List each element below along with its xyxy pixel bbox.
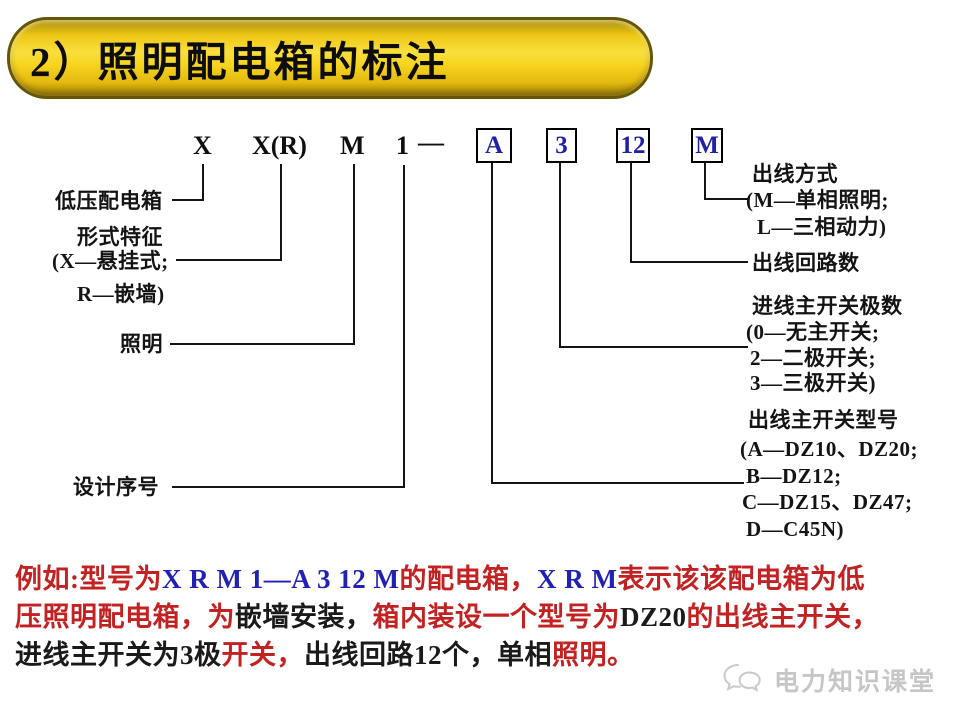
code-pos3: M [340,131,365,160]
label-in-switch-title: 进线主开关极数 [752,294,903,318]
label-in-switch-2: 2—二极开关; [750,346,876,370]
text-segment: X R M [536,564,618,594]
label-out-switch-a: (A—DZ10、DZ20; [740,437,918,461]
code-pos1: X [193,131,212,160]
code-box-12: 12 [616,128,650,163]
page-title: 2）照明配电箱的标注 [30,39,450,85]
label-in-switch-3: 3—三极开关) [750,371,876,395]
text-segment: 表示该该配电箱为低 [617,564,865,594]
code-box-a: A [476,128,512,163]
label-form-x: (X—悬挂式; [52,249,169,273]
label-out-switch-title: 出线主开关型号 [748,408,899,432]
wechat-bubbles-icon [723,664,761,693]
text-segment: 箱内装设一个型号为 [372,602,620,632]
text-segment: 的配电箱， [399,564,537,594]
connector-out-switch-model [491,163,744,484]
connector-in-switch-poles [559,163,748,348]
label-out-mode-title: 出线方式 [752,162,838,186]
text-segment: 照明。 [552,640,635,670]
code-separator: — [418,128,444,157]
title-banner: 2）照明配电箱的标注 [7,17,653,99]
text-segment: 压照明配电箱，为 [15,602,235,632]
example-paragraph: 例如:型号为X R M 1—A 3 12 M的配电箱，X R M表示该该配电箱为… [15,560,955,674]
watermark: 电力知识课堂 [722,662,936,698]
code-pos4: 1 [396,131,409,160]
text-segment: 例如:型号为 [15,564,162,594]
text-segment: 进线主开关为3极 [15,640,222,670]
example-line-3: 进线主开关为3极开关，出线回路12个，单相照明。 [15,636,955,674]
watermark-text: 电力知识课堂 [773,668,936,696]
label-form-title: 形式特征 [77,225,163,249]
label-in-switch-0: (0—无主开关; [746,320,880,344]
label-out-switch-c: C—DZ15、DZ47; [742,490,913,514]
text-segment: 开关， [221,640,304,670]
label-out-circuits: 出线回路数 [752,251,860,275]
text-segment: DZ20 [620,602,687,632]
label-design-no: 设计序号 [73,475,159,499]
label-lighting: 照明 [120,332,163,356]
connector-out-mode [704,163,748,200]
label-out-switch-b: B—DZ12; [746,464,842,488]
label-lv-box: 低压配电箱 [55,189,163,213]
code-box-m: M [691,128,723,163]
connector-lighting [170,164,355,345]
connector-design-no [172,165,405,488]
text-segment: X R M 1—A 3 12 M [162,564,400,594]
example-line-2: 压照明配电箱，为嵌墙安装，箱内装设一个型号为DZ20的出线主开关， [15,598,955,636]
code-pos2: X(R) [252,131,307,160]
code-box-3: 3 [546,128,577,163]
connector-lv-box [172,164,204,201]
label-out-switch-d: D—C45N) [746,517,844,541]
example-line-1: 例如:型号为X R M 1—A 3 12 M的配电箱，X R M表示该该配电箱为… [15,560,955,598]
text-segment: 的出线主开关， [686,602,880,632]
text-segment: 出线回路12个，单相 [304,640,552,670]
text-segment: 嵌墙安装， [235,602,373,632]
label-out-mode-l: L—三相动力) [757,215,887,239]
label-form-r: R—嵌墙) [77,282,165,306]
connector-form-feature [176,164,282,261]
connector-out-circuits [630,163,748,263]
label-out-mode-m: (M—单相照明; [746,188,889,212]
